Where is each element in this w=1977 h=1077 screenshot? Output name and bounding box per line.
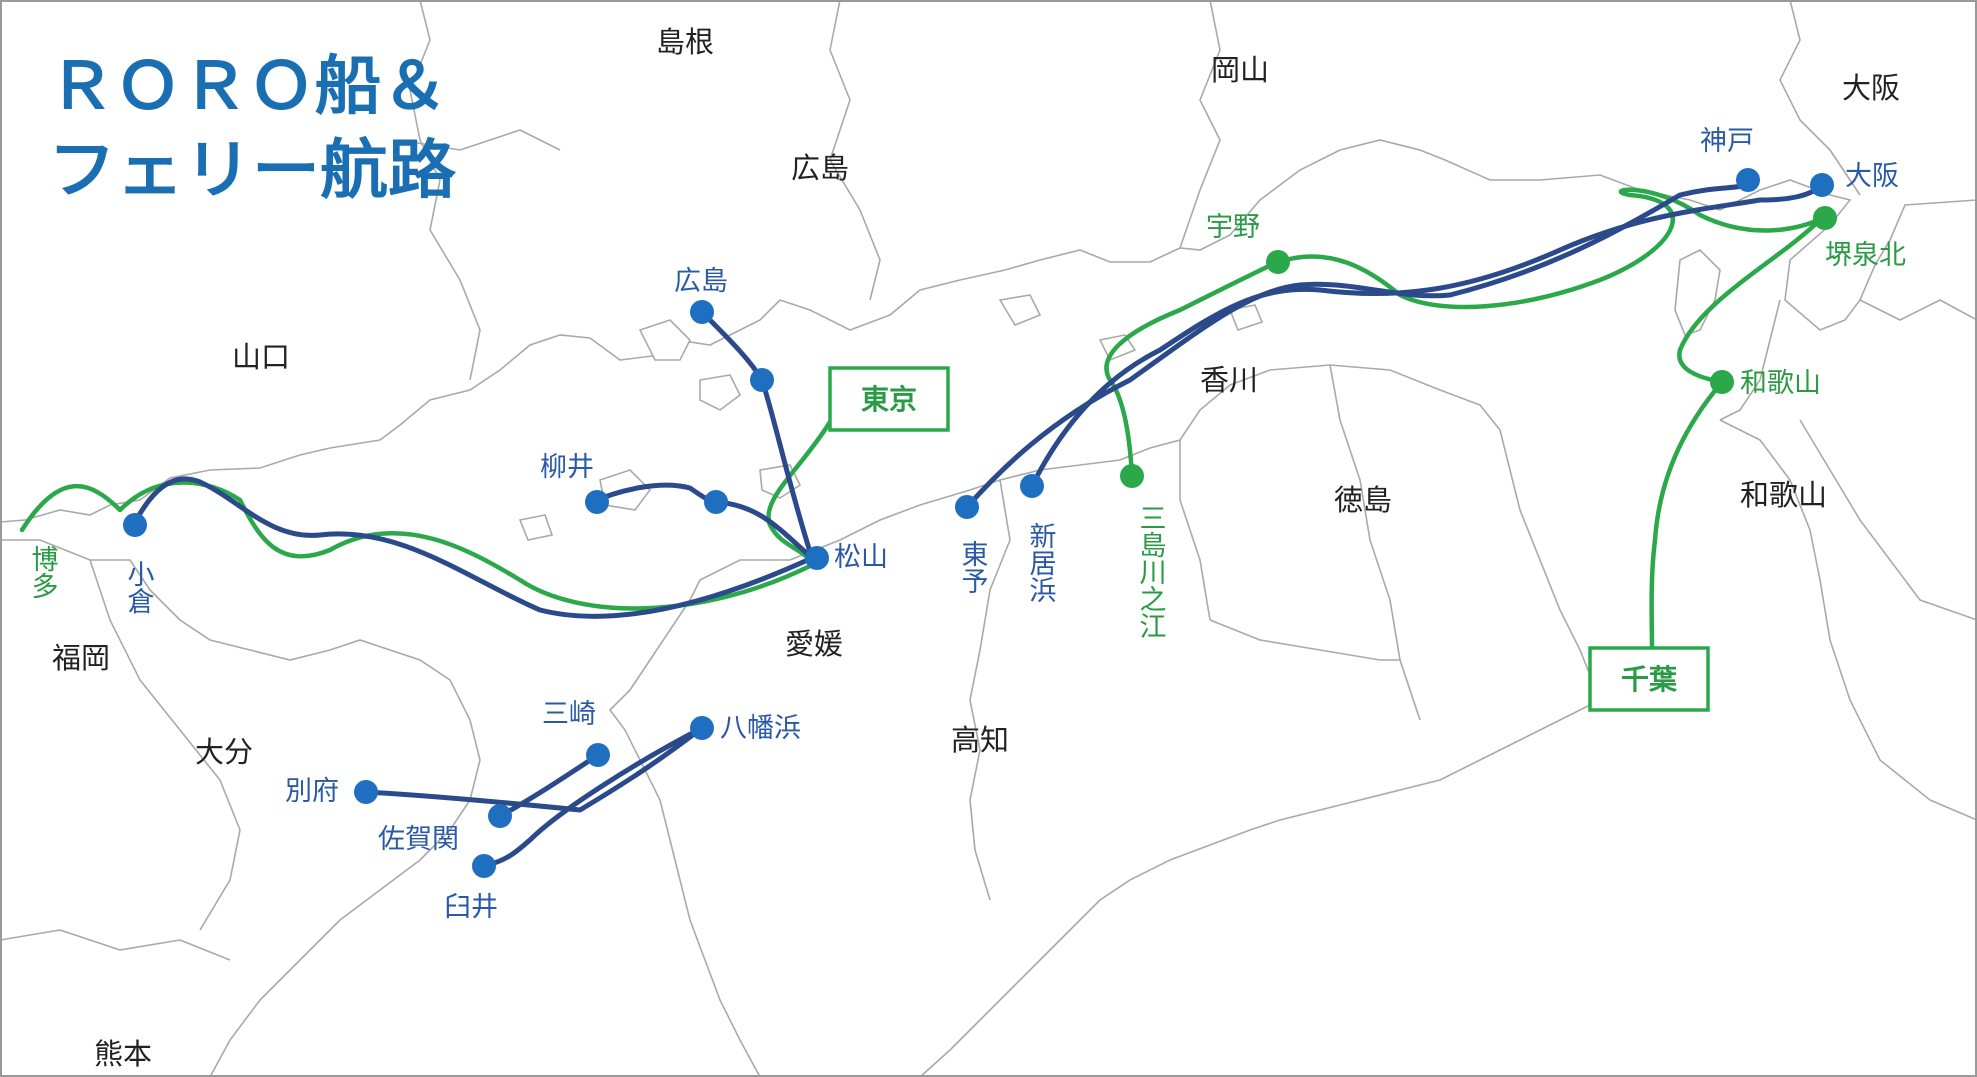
pref-label-okayama: 岡山 <box>1211 53 1269 87</box>
route-usuki-yawatahama <box>481 725 705 869</box>
port-dot-niihama <box>1020 474 1044 498</box>
pref-label-hiroshima: 広島 <box>791 151 849 185</box>
port-label-yanai: 柳井 <box>540 452 594 483</box>
green-routes <box>19 187 1825 653</box>
island-small-5 <box>998 294 1042 326</box>
port-dot-hiroshima <box>690 300 714 324</box>
route-sakai-wakayama <box>1677 215 1825 385</box>
port-label-kokura: 小倉 <box>123 560 155 614</box>
port-dot-kobe <box>1736 168 1760 192</box>
pref-label-kumamoto: 熊本 <box>94 1037 152 1071</box>
title-line-2: フェリー航路 <box>48 134 457 208</box>
port-label-osaka: 大阪 <box>1845 161 1899 192</box>
port-dot-kokura <box>123 513 147 537</box>
island-small-7 <box>1228 304 1264 331</box>
title-line-1: ＲＯＲＯ船＆ <box>48 50 448 124</box>
port-label-wakayama: 和歌山 <box>1740 368 1821 399</box>
port-dot-beppu <box>354 780 378 804</box>
route-mishima-sakai <box>1104 187 1825 479</box>
route-kokura-matsuyama <box>132 476 815 619</box>
pref-label-osaka: 大阪 <box>1842 71 1900 105</box>
map-title: ＲＯＲＯ船＆ フェリー航路 <box>48 50 457 208</box>
destination-label-chiba: 千葉 <box>1621 663 1678 696</box>
route-hakata-matsuyama <box>19 480 813 611</box>
port-label-saganoseki: 佐賀関 <box>378 824 459 855</box>
destination-box-chiba <box>1588 646 1710 712</box>
destination-box-tokyo <box>828 366 950 432</box>
port-dot-toyo <box>955 495 979 519</box>
pref-label-fukuoka: 福岡 <box>52 641 110 675</box>
port-label-toyo: 東予 <box>957 540 988 594</box>
port-dot-sakaisenboku <box>1813 206 1837 230</box>
port-label-misaki: 三崎 <box>542 699 596 730</box>
pref-label-kagawa: 香川 <box>1200 363 1258 397</box>
port-dot-yanai-island <box>704 490 728 514</box>
pref-label-tokushima: 徳島 <box>1334 483 1392 517</box>
pref-label-oita: 大分 <box>195 735 253 769</box>
port-dot-matsuyama <box>805 546 829 570</box>
pref-label-kochi: 高知 <box>951 723 1009 757</box>
island-small-8 <box>518 514 554 541</box>
prefecture-boundaries <box>0 0 1977 961</box>
port-dot-yanai <box>585 490 609 514</box>
destination-boxes: 東京 千葉 <box>828 366 1710 712</box>
pref-label-ehime: 愛媛 <box>785 627 843 661</box>
blue-routes <box>132 180 1825 869</box>
port-markers <box>123 168 1837 878</box>
port-dot-yawatahama <box>690 716 714 740</box>
shikoku-landmass <box>608 364 1602 1077</box>
port-labels: 博多 小倉 東予 新居浜 三島川之江 柳井 広島 松山 宇野 神戸 大阪 堺泉北… <box>27 126 1907 923</box>
port-label-hakata: 博多 <box>27 545 58 599</box>
port-dot-mishimakawanoe <box>1120 464 1144 488</box>
pref-label-wakayama: 和歌山 <box>1740 478 1827 512</box>
port-label-yawatahama: 八幡浜 <box>720 713 801 744</box>
port-dot-wakayama <box>1710 370 1734 394</box>
port-label-uno: 宇野 <box>1206 212 1260 243</box>
port-label-usuki: 臼井 <box>444 892 498 923</box>
island-awaji <box>1674 249 1721 336</box>
kyushu-landmass <box>0 539 481 1077</box>
port-label-niihama: 新居浜 <box>1025 522 1057 603</box>
port-label-matsuyama: 松山 <box>834 542 888 573</box>
route-wakayama-chiba <box>1649 379 1725 653</box>
island-small-2 <box>699 374 742 411</box>
port-dot-saganoseki <box>488 804 512 828</box>
port-label-mishimakawanoe: 三島川之江 <box>1135 504 1167 639</box>
island-small-1 <box>638 319 691 361</box>
route-niihama-osaka <box>1029 182 1825 489</box>
port-dot-usuki <box>472 854 496 878</box>
prefecture-labels: 島根 岡山 大阪 広島 山口 香川 徳島 和歌山 福岡 愛媛 大分 高知 熊本 <box>52 25 1900 1071</box>
port-label-sakaisenboku: 堺泉北 <box>1825 240 1906 271</box>
port-dot-uno <box>1266 250 1290 274</box>
port-label-beppu: 別府 <box>285 776 339 807</box>
port-dot-hiroshima-island <box>750 368 774 392</box>
pref-label-shimane: 島根 <box>656 25 714 59</box>
port-dot-misaki <box>586 743 610 767</box>
port-dot-osaka <box>1810 173 1834 197</box>
port-label-kobe: 神戸 <box>1700 126 1754 157</box>
route-beppu-yawatahama <box>363 725 705 813</box>
pref-label-yamaguchi: 山口 <box>232 340 290 374</box>
destination-label-tokyo: 東京 <box>861 383 917 416</box>
port-label-hiroshima: 広島 <box>674 266 728 297</box>
